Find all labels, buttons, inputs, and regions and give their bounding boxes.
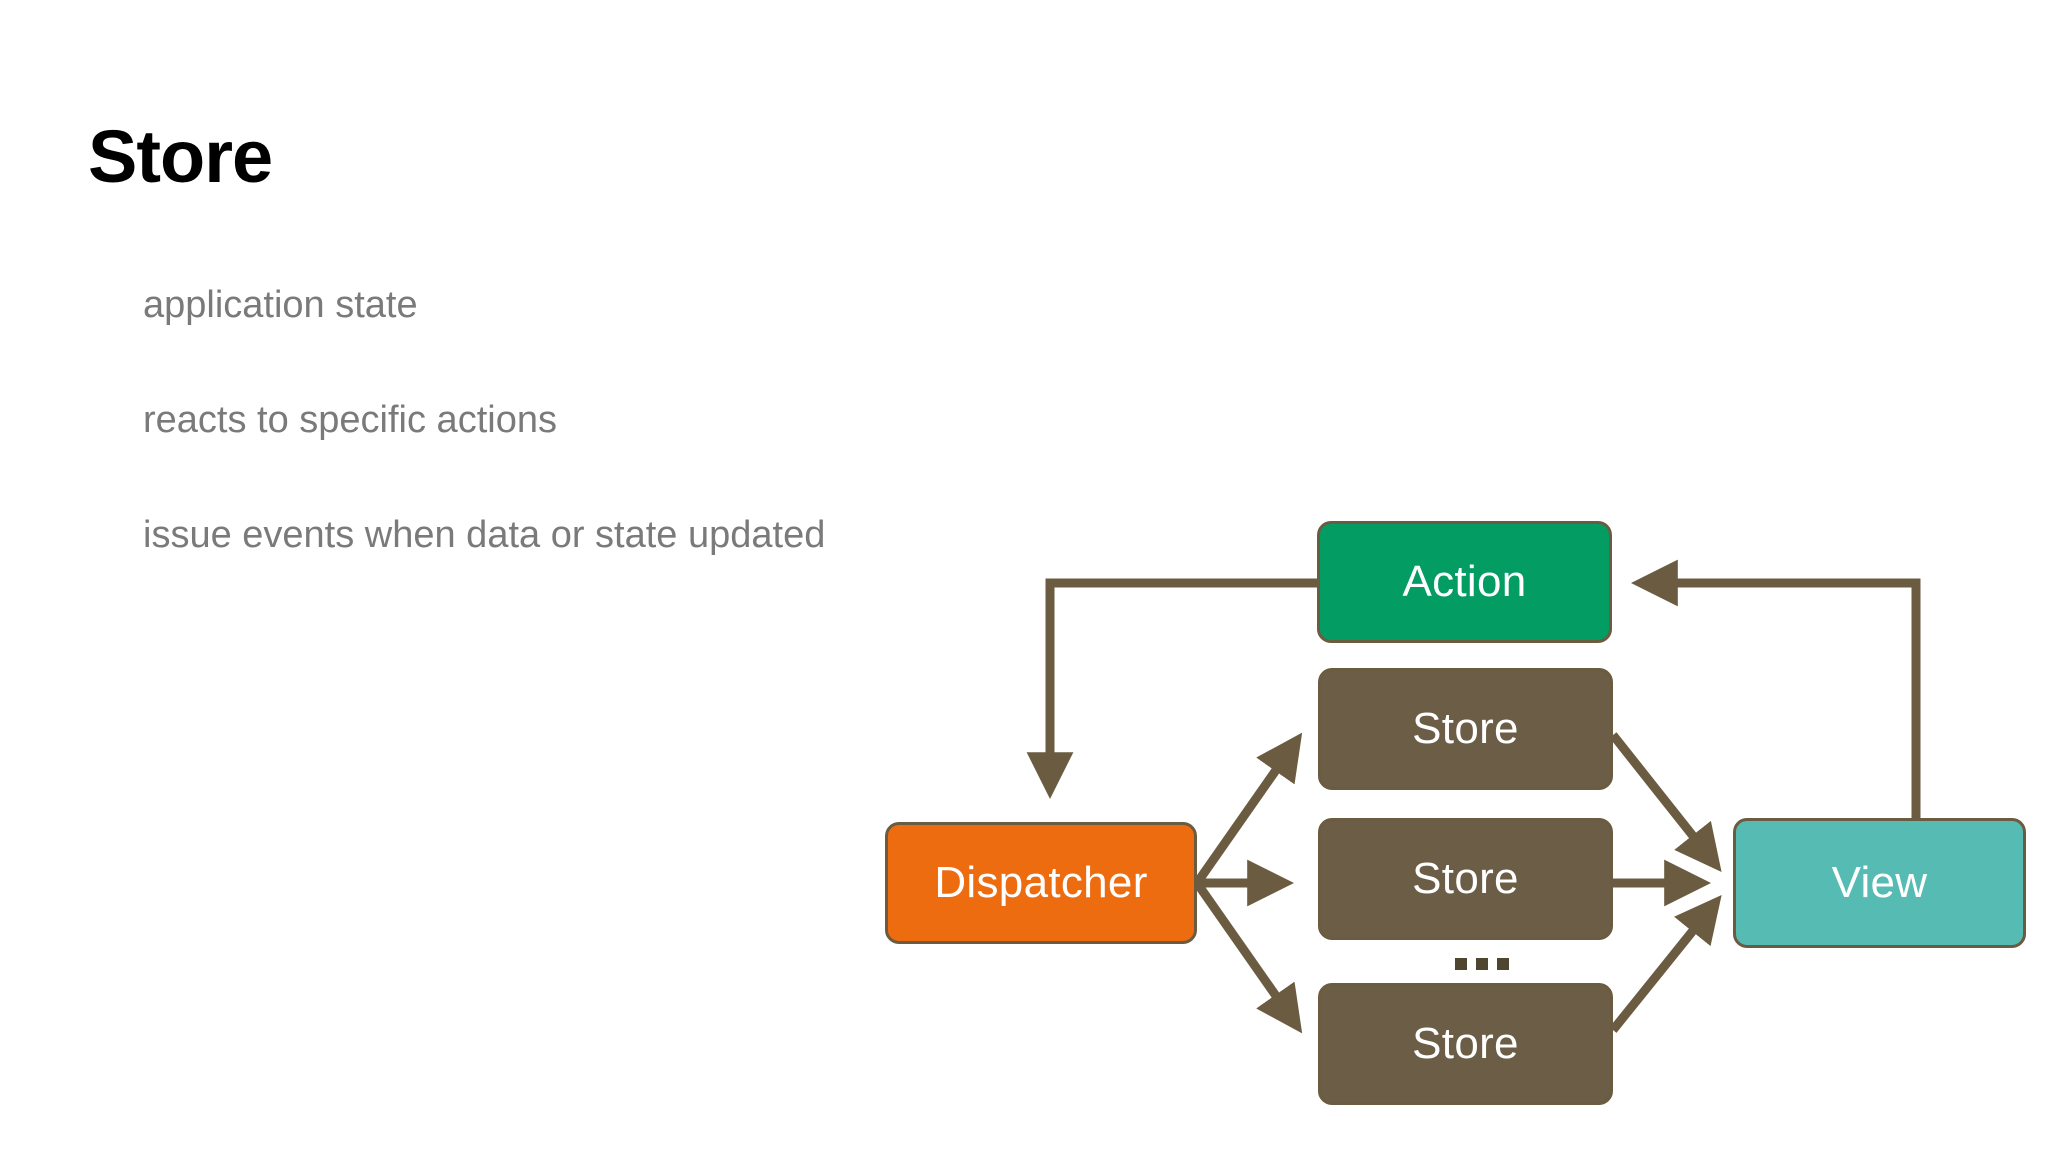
edge-store-1-to-view bbox=[1609, 732, 1722, 873]
node-store-3-label: Store bbox=[1412, 1019, 1519, 1068]
bullet-list: application state reacts to specific act… bbox=[143, 286, 1143, 631]
edge-store-3-to-view bbox=[1609, 894, 1722, 1033]
bullet-item-3: issue events when data or state updated bbox=[143, 514, 826, 556]
node-store-1-label: Store bbox=[1412, 704, 1519, 753]
bullet-item-1: application state bbox=[143, 284, 418, 326]
bullet-item-2: reacts to specific actions bbox=[143, 399, 557, 441]
ellipsis-dot-2 bbox=[1476, 958, 1488, 970]
page-title: Store bbox=[88, 115, 273, 198]
node-dispatcher[interactable]: Dispatcher bbox=[885, 822, 1197, 944]
edge-dispatcher-to-store-1 bbox=[1193, 732, 1303, 886]
node-store-1[interactable]: Store bbox=[1318, 668, 1613, 790]
ellipsis-indicator bbox=[1455, 958, 1509, 970]
node-action-label: Action bbox=[1402, 557, 1527, 606]
node-store-2-label: Store bbox=[1412, 854, 1519, 903]
ellipsis-dot-1 bbox=[1455, 958, 1467, 970]
ellipsis-dot-3 bbox=[1497, 958, 1509, 970]
node-action[interactable]: Action bbox=[1317, 521, 1612, 643]
node-store-2[interactable]: Store bbox=[1318, 818, 1613, 940]
node-view[interactable]: View bbox=[1733, 818, 2026, 948]
node-dispatcher-label: Dispatcher bbox=[934, 858, 1148, 907]
edge-view-to-action bbox=[1630, 559, 1921, 818]
edge-dispatcher-to-store-3 bbox=[1193, 880, 1303, 1034]
node-store-3[interactable]: Store bbox=[1318, 983, 1613, 1105]
node-view-label: View bbox=[1831, 858, 1928, 907]
